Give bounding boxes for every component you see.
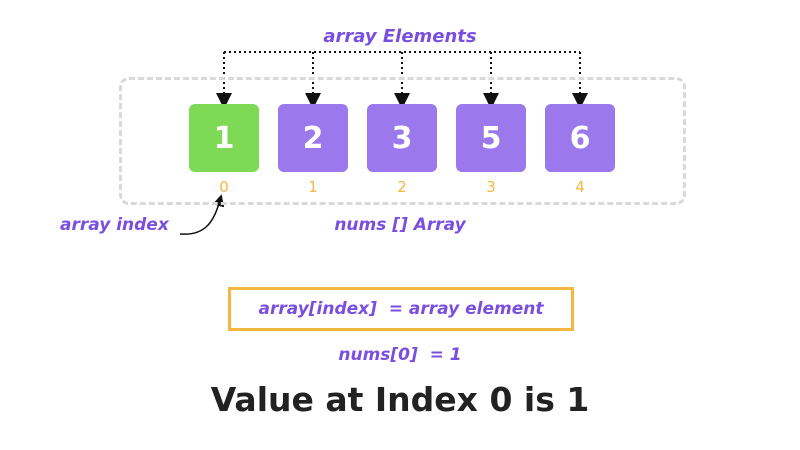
array-cell: 6: [545, 104, 615, 172]
example-expression: nums[0] = 1: [338, 345, 462, 365]
formula-text: array[index] = array element: [258, 299, 544, 319]
index-pointer-arrow: [179, 194, 225, 235]
array-index: 0: [219, 178, 229, 196]
array-index: 3: [486, 178, 496, 196]
array-cell: 3: [367, 104, 437, 172]
array-index: 4: [575, 178, 585, 196]
caption: Value at Index 0 is 1: [210, 380, 590, 419]
array-index: 2: [397, 178, 407, 196]
array-index: 1: [308, 178, 318, 196]
index-label: array index: [60, 215, 169, 235]
formula-box: array[index] = array element: [228, 287, 574, 331]
array-name-label: nums [] Array: [334, 215, 466, 235]
array-cell: 5: [456, 104, 526, 172]
array-container: [119, 77, 686, 205]
array-cell: 2: [278, 104, 348, 172]
elements-label: array Elements: [323, 26, 477, 47]
array-cell: 1: [189, 104, 259, 172]
